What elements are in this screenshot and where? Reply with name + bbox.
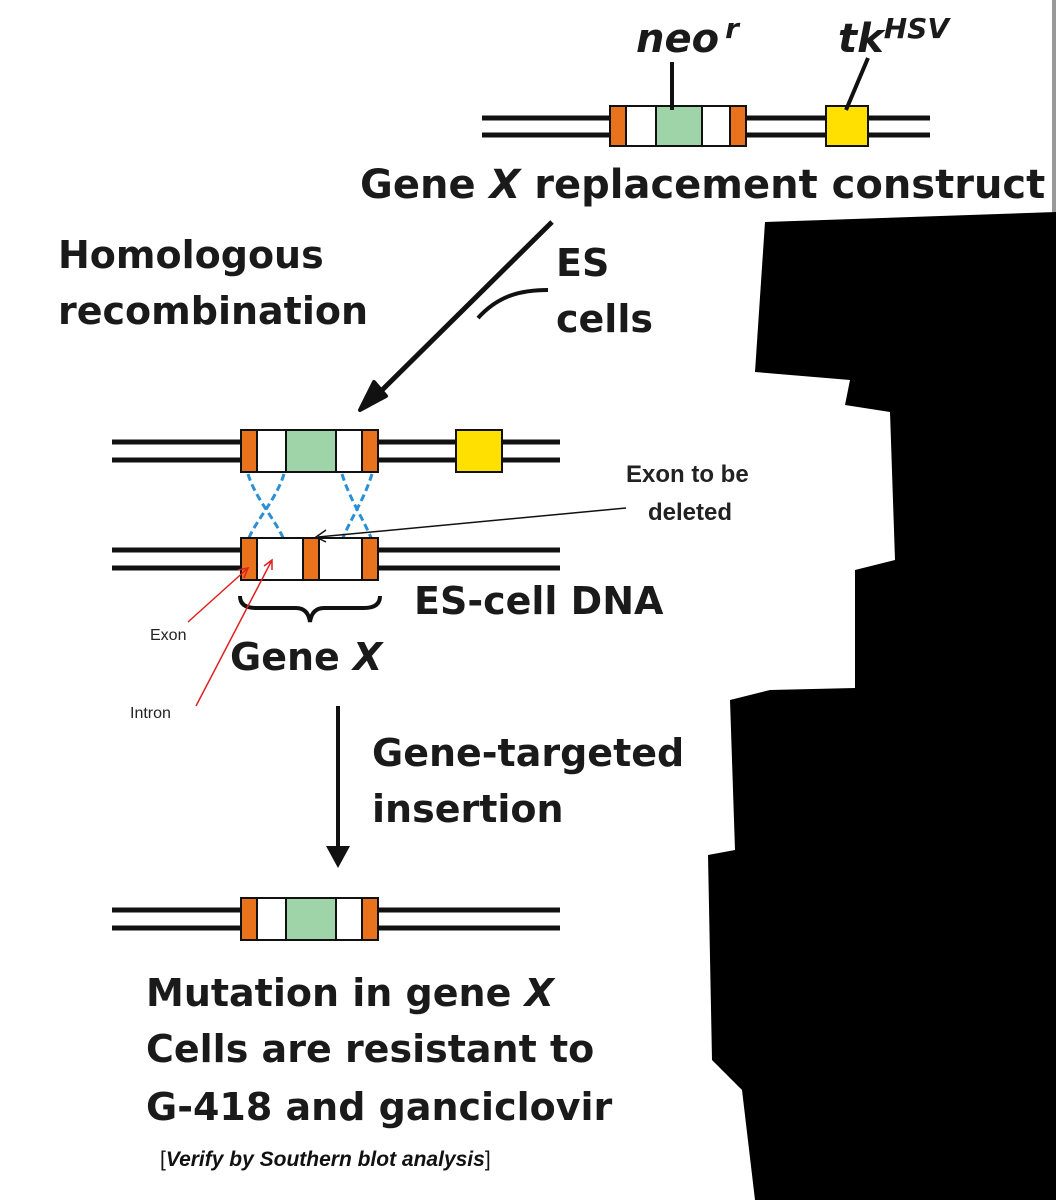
exon-block — [361, 537, 379, 581]
intron-block — [318, 537, 363, 581]
aligned-construct-dna — [112, 429, 560, 473]
intron-block — [335, 897, 363, 941]
exon-deleted-pointer — [314, 507, 627, 543]
result-line3: G-418 and ganciclovir — [146, 1085, 613, 1129]
result-line1: Mutation in gene X — [146, 971, 556, 1015]
neo-gene-block — [655, 105, 703, 147]
exon-block — [361, 897, 379, 941]
transfection-arrow — [358, 220, 554, 412]
right-border — [1052, 0, 1056, 212]
intron-block — [256, 537, 304, 581]
neo-gene-block — [285, 429, 337, 473]
exon-block — [729, 105, 747, 147]
intron-block — [625, 105, 657, 147]
southern-blot-footnote: [Verify by Southern blot analysis] — [160, 1148, 491, 1171]
result-line2: Cells are resistant to — [146, 1027, 594, 1071]
tk-label: tkHSV — [838, 12, 951, 62]
tk-pointer-line — [844, 57, 870, 111]
insertion-label-line2: insertion — [372, 787, 564, 831]
intron-label: Intron — [130, 705, 171, 722]
es-cell-dna-label: ES-cell DNA — [414, 579, 664, 623]
mutated-gene-dna — [112, 897, 560, 941]
es-cell-dna — [112, 537, 560, 581]
tk-gene-block — [825, 105, 869, 147]
black-mask-region — [708, 212, 1056, 1200]
exon-label: Exon — [150, 627, 186, 644]
intron-block — [256, 897, 287, 941]
es-label-line2: cells — [556, 297, 653, 341]
exon-deleted-label-line2: deleted — [648, 499, 732, 526]
exon-deleted-label-line1: Exon to be — [626, 461, 749, 488]
intron-block — [256, 429, 287, 473]
replacement-construct-dna — [482, 105, 930, 147]
homologous-label-line1: Homologous — [58, 233, 324, 277]
crossover-marks — [246, 473, 374, 541]
exon-block — [240, 897, 258, 941]
insertion-arrow — [326, 706, 350, 868]
gene-x-label: Gene X — [230, 635, 384, 679]
intron-block — [335, 429, 363, 473]
exon-block — [609, 105, 627, 147]
es-label-line1: ES — [556, 241, 609, 285]
neo-gene-block — [285, 897, 337, 941]
intron-block — [701, 105, 731, 147]
construct-title: Gene X replacement construct — [360, 162, 1045, 208]
insertion-label-line1: Gene-targeted — [372, 731, 684, 775]
exon-to-be-deleted-block — [302, 537, 320, 581]
tk-gene-block — [455, 429, 503, 473]
gene-x-brace — [238, 595, 382, 623]
homologous-label-line2: recombination — [58, 289, 368, 333]
exon-block — [240, 537, 258, 581]
exon-red-pointer — [187, 566, 250, 623]
intron-red-pointer — [195, 558, 273, 707]
exon-block — [361, 429, 379, 473]
exon-block — [240, 429, 258, 473]
